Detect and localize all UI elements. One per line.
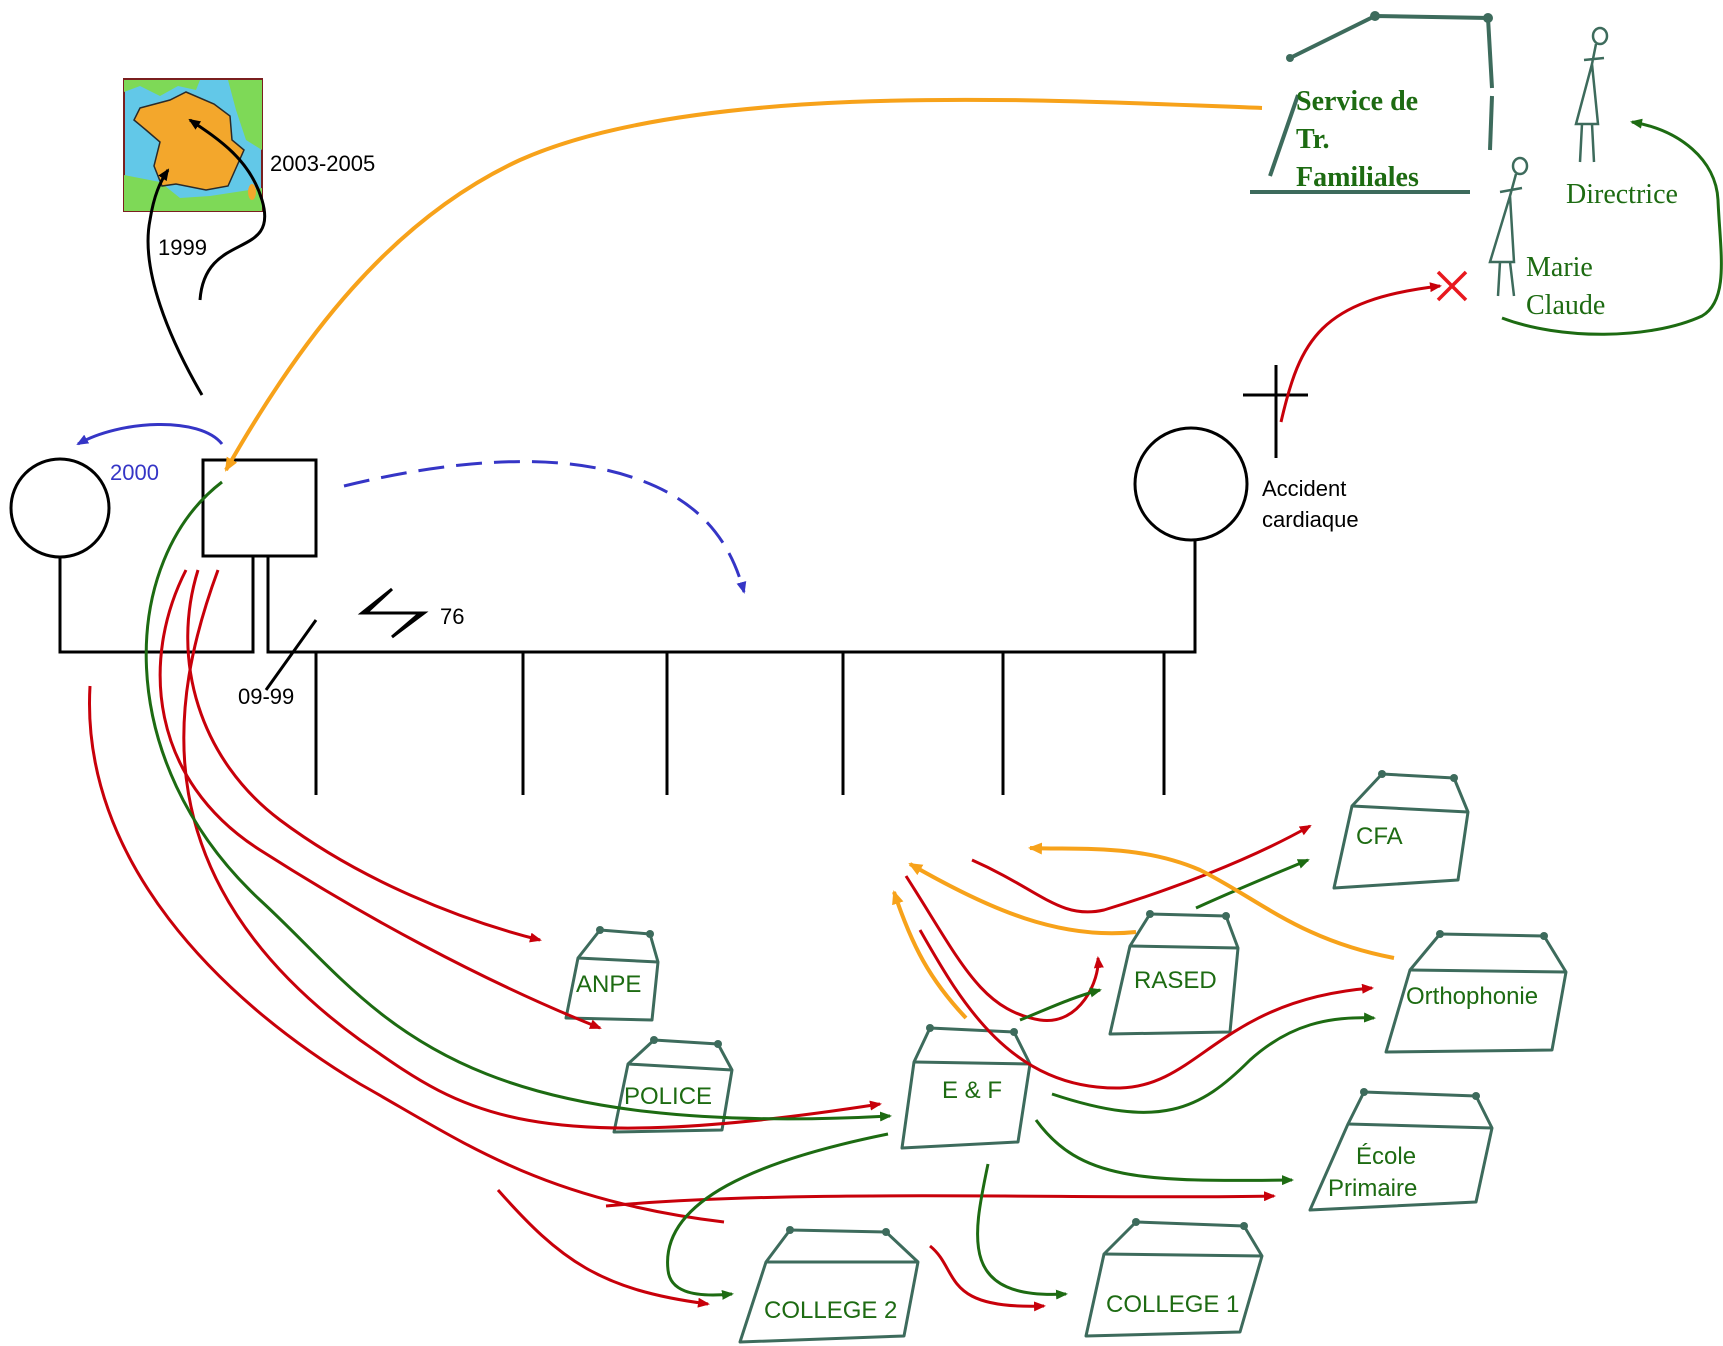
lightning-icon (357, 587, 429, 639)
ef-building-icon (900, 1024, 1032, 1150)
service-label-1: Service de (1296, 86, 1418, 117)
return-year-2000: 2000 (110, 460, 159, 485)
accident-label-2: cardiaque (1262, 507, 1359, 532)
service-label-3: Familiales (1296, 162, 1419, 193)
college1-label: COLLEGE 1 (1106, 1291, 1239, 1318)
lightning-year: 76 (440, 604, 464, 629)
map-years-2003: 2003-2005 (270, 151, 375, 176)
police-label: POLICE (624, 1083, 712, 1110)
rased-building-icon (1108, 910, 1240, 1036)
cfa-label: CFA (1356, 823, 1403, 850)
second-partner-circle (1133, 426, 1249, 542)
mother-circle (9, 457, 111, 559)
divorce-date: 09-99 (238, 684, 294, 709)
cross-icon (1243, 365, 1308, 458)
ecole-building-icon (1308, 1088, 1494, 1212)
ecole-label-1: École (1356, 1143, 1416, 1170)
service-building-icon (1250, 11, 1494, 194)
genogram: 09-99 76 Accident cardiaque (9, 365, 1359, 795)
orthophonie-label: Orthophonie (1406, 983, 1538, 1010)
directrice-figure-icon (1574, 26, 1609, 163)
orthophonie-building-icon (1384, 930, 1568, 1054)
college2-label: COLLEGE 2 (764, 1297, 897, 1324)
anpe-label: ANPE (576, 971, 641, 998)
marie-label-2: Claude (1526, 290, 1605, 321)
college1-building-icon (1084, 1218, 1264, 1338)
college2-building-icon (738, 1226, 920, 1344)
broken-link-cross-icon (1436, 270, 1468, 302)
service-label-2: Tr. (1296, 124, 1329, 155)
map-year-1999: 1999 (158, 235, 207, 260)
ecole-label-2: Primaire (1328, 1175, 1417, 1202)
police-building-icon (612, 1036, 734, 1134)
father-square (201, 458, 318, 558)
france-map-icon (123, 78, 263, 212)
directrice-label: Directrice (1566, 179, 1678, 210)
anpe-building-icon (564, 926, 660, 1022)
marie-claude-figure-icon (1488, 156, 1529, 297)
marie-label-1: Marie (1526, 252, 1593, 283)
rased-label: RASED (1134, 967, 1217, 994)
ef-label: E & F (942, 1077, 1002, 1104)
cfa-building-icon (1332, 770, 1470, 890)
accident-label-1: Accident (1262, 476, 1346, 501)
